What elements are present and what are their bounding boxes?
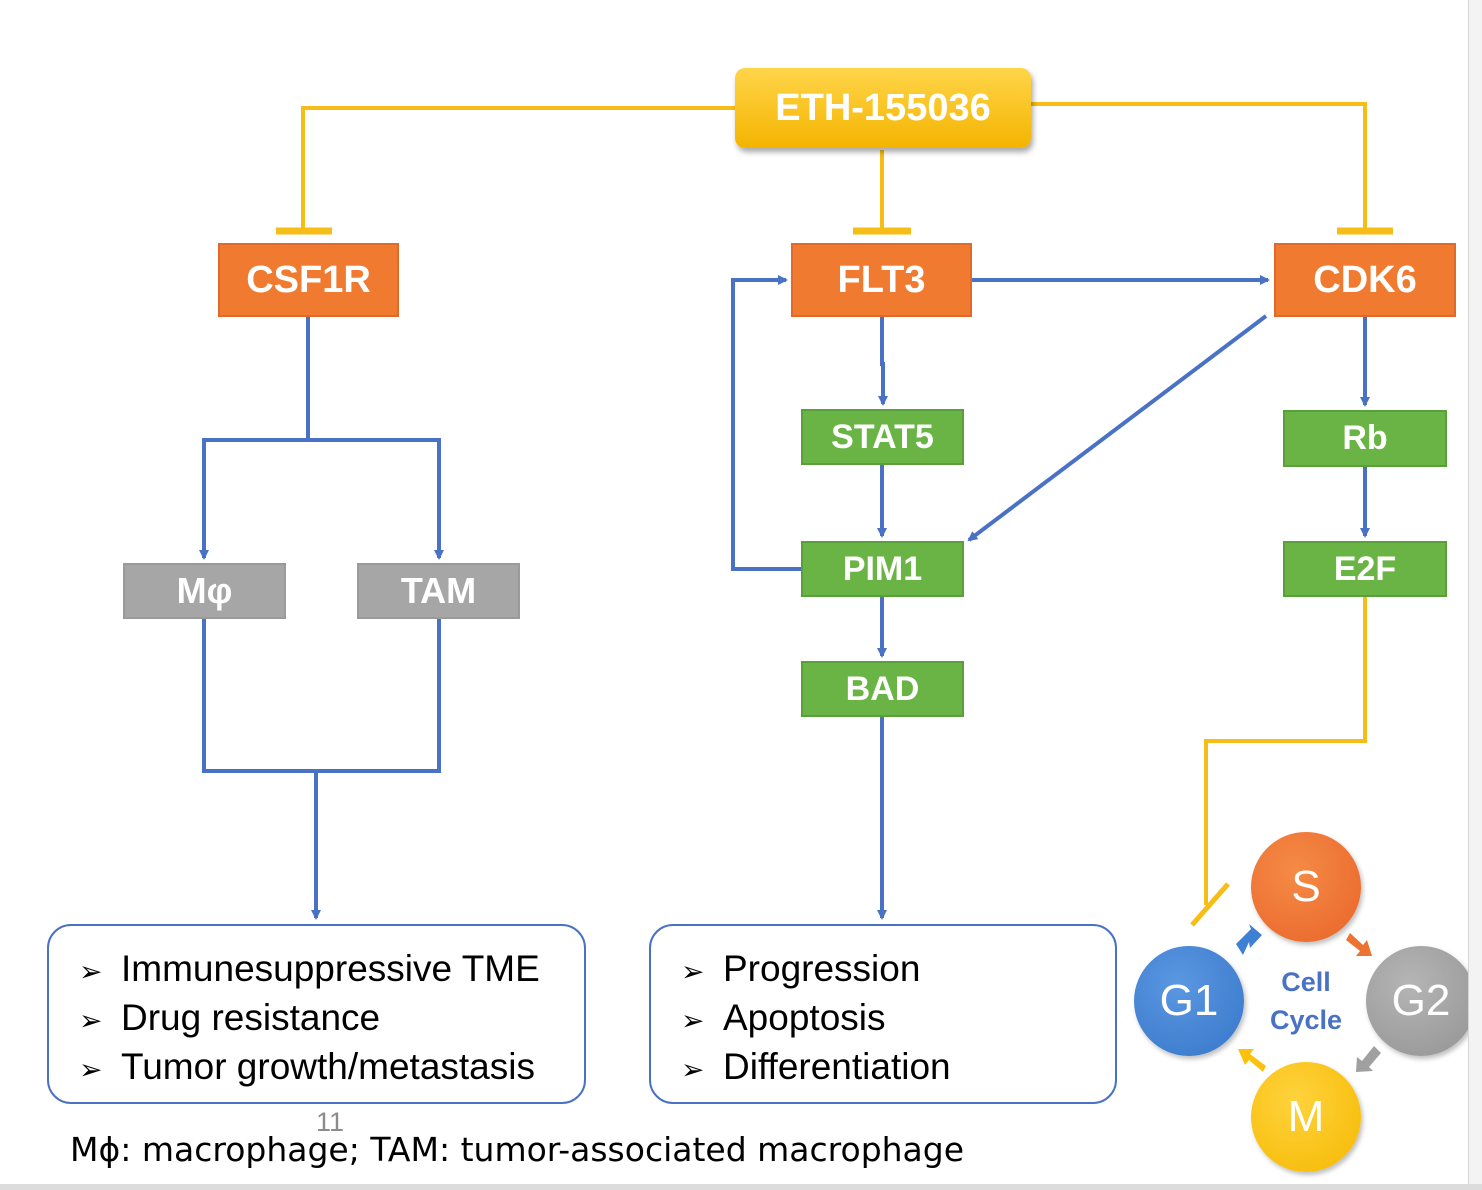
bullet-arrow-icon: ➢ bbox=[681, 1053, 705, 1086]
page-number: 11 bbox=[316, 1107, 345, 1137]
arrow-csf1r-branch bbox=[199, 317, 310, 560]
outcome-item: ➢Drug resistance bbox=[79, 995, 584, 1044]
bullet-arrow-icon: ➢ bbox=[79, 1004, 103, 1037]
phase-g2: G2 bbox=[1366, 946, 1476, 1056]
arrow-celltypes-outcome bbox=[202, 618, 441, 773]
effector-stat5: STAT5 bbox=[801, 409, 964, 465]
cell-tam: TAM bbox=[357, 563, 520, 619]
target-cdk6: CDK6 bbox=[1274, 243, 1456, 317]
window-edge-bottom bbox=[0, 1184, 1482, 1190]
cell-macrophage: Mφ bbox=[123, 563, 286, 619]
bullet-arrow-icon: ➢ bbox=[681, 1004, 705, 1037]
arrow-csf1r-tam bbox=[308, 438, 444, 560]
bullet-arrow-icon: ➢ bbox=[79, 1053, 103, 1086]
footnote: Mϕ: macrophage; TAM: tumor-associated ma… bbox=[70, 1130, 965, 1169]
inhibit-bar-cellcycle bbox=[1190, 882, 1230, 927]
bullet-arrow-icon: ➢ bbox=[79, 955, 103, 988]
outcome-item: ➢Immunesuppressive TME bbox=[79, 946, 584, 995]
phase-g1: G1 bbox=[1134, 946, 1244, 1056]
outcome-item: ➢Apoptosis bbox=[681, 995, 1115, 1044]
outcome-item: ➢Tumor growth/metastasis bbox=[79, 1044, 584, 1093]
inhibit-line-e2f-cellcycle bbox=[1204, 597, 1367, 905]
effector-bad: BAD bbox=[801, 661, 964, 717]
target-flt3: FLT3 bbox=[791, 243, 972, 317]
arrow-g1-s bbox=[1236, 924, 1262, 955]
inhibit-line-cdk6 bbox=[1030, 102, 1367, 230]
outcome-item: ➢Differentiation bbox=[681, 1044, 1115, 1093]
arrow-cdk6-pim1 bbox=[967, 314, 1268, 542]
effector-pim1: PIM1 bbox=[801, 541, 964, 597]
arrow-s-g2 bbox=[1346, 933, 1372, 956]
arrow-m-g1 bbox=[1238, 1049, 1266, 1072]
cell-cycle-label: Cell Cycle bbox=[1269, 967, 1343, 1035]
phase-m: M bbox=[1251, 1062, 1361, 1172]
target-csf1r: CSF1R bbox=[218, 243, 399, 317]
outcome-box-csf1r: ➢Immunesuppressive TME ➢Drug resistance … bbox=[47, 924, 586, 1104]
inhibit-line-csf1r bbox=[301, 106, 735, 230]
drug-eth-155036: ETH-155036 bbox=[735, 68, 1031, 148]
arrow-pim1-flt3-feedback bbox=[731, 275, 801, 571]
cell-cycle-arrows bbox=[1236, 924, 1381, 1072]
arrow-flt3-stat5 bbox=[878, 317, 888, 406]
arrow-g2-m bbox=[1356, 1046, 1381, 1072]
effector-rb: Rb bbox=[1283, 410, 1447, 467]
bullet-arrow-icon: ➢ bbox=[681, 955, 705, 988]
outcome-item: ➢Progression bbox=[681, 946, 1115, 995]
effector-e2f: E2F bbox=[1283, 541, 1447, 597]
window-edge-right bbox=[1468, 0, 1482, 1190]
outcome-box-flt3: ➢Progression ➢Apoptosis ➢Differentiation bbox=[649, 924, 1117, 1104]
phase-s: S bbox=[1251, 832, 1361, 942]
